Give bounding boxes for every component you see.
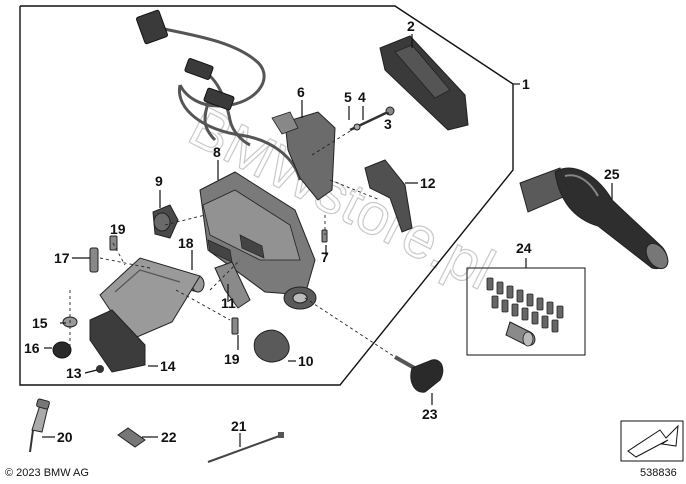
label-9: 9 — [155, 173, 163, 189]
label-14: 14 — [160, 358, 176, 374]
label-8: 8 — [213, 144, 221, 160]
label-7: 7 — [321, 249, 329, 265]
label-20: 20 — [57, 429, 73, 445]
part-21-cable-tie — [207, 432, 284, 463]
part-24-kit — [466, 267, 586, 356]
leader-lines — [42, 34, 613, 447]
label-3: 3 — [384, 116, 392, 132]
label-23: 23 — [422, 406, 438, 422]
part-22-clip — [117, 427, 146, 448]
copyright-text: © 2023 BMW AG — [5, 467, 89, 479]
diagram-number: 538836 — [640, 467, 677, 479]
part-6-bracket — [271, 111, 336, 201]
part-25-heated-grip — [519, 167, 669, 270]
label-4: 4 — [358, 89, 366, 105]
label-5: 5 — [344, 89, 352, 105]
part-12-clip — [364, 159, 413, 233]
assembly-frame — [19, 5, 514, 386]
label-11: 11 — [221, 295, 236, 311]
orientation-arrow-icon — [620, 420, 684, 462]
label-15: 15 — [32, 315, 48, 331]
assembly-lines — [69, 127, 396, 358]
label-2: 2 — [407, 18, 415, 34]
label-17: 17 — [54, 250, 70, 266]
label-10: 10 — [298, 353, 314, 369]
small-hardware — [52, 229, 328, 373]
label-18: 18 — [178, 235, 194, 251]
part-14-box — [89, 309, 146, 373]
part-10-cap — [253, 329, 290, 363]
label-19b: 19 — [224, 351, 240, 367]
label-25: 25 — [604, 166, 620, 182]
label-6: 6 — [297, 84, 305, 100]
callout-labels: 1 2 3 4 5 6 7 8 9 10 11 12 13 14 15 16 1… — [24, 18, 620, 445]
label-22: 22 — [161, 429, 177, 445]
label-1: 1 — [522, 76, 530, 92]
label-16: 16 — [24, 340, 40, 356]
part-23-key — [394, 355, 444, 393]
label-12: 12 — [420, 175, 436, 191]
label-13: 13 — [66, 365, 82, 381]
label-19a: 19 — [110, 221, 126, 237]
part-2-plate — [379, 35, 469, 131]
part-9-switch — [152, 204, 179, 239]
part-20-pin — [29, 398, 50, 453]
part-11-bracket — [214, 261, 251, 309]
label-24: 24 — [516, 240, 532, 256]
label-21: 21 — [231, 418, 247, 434]
cable-connectors — [135, 9, 235, 111]
